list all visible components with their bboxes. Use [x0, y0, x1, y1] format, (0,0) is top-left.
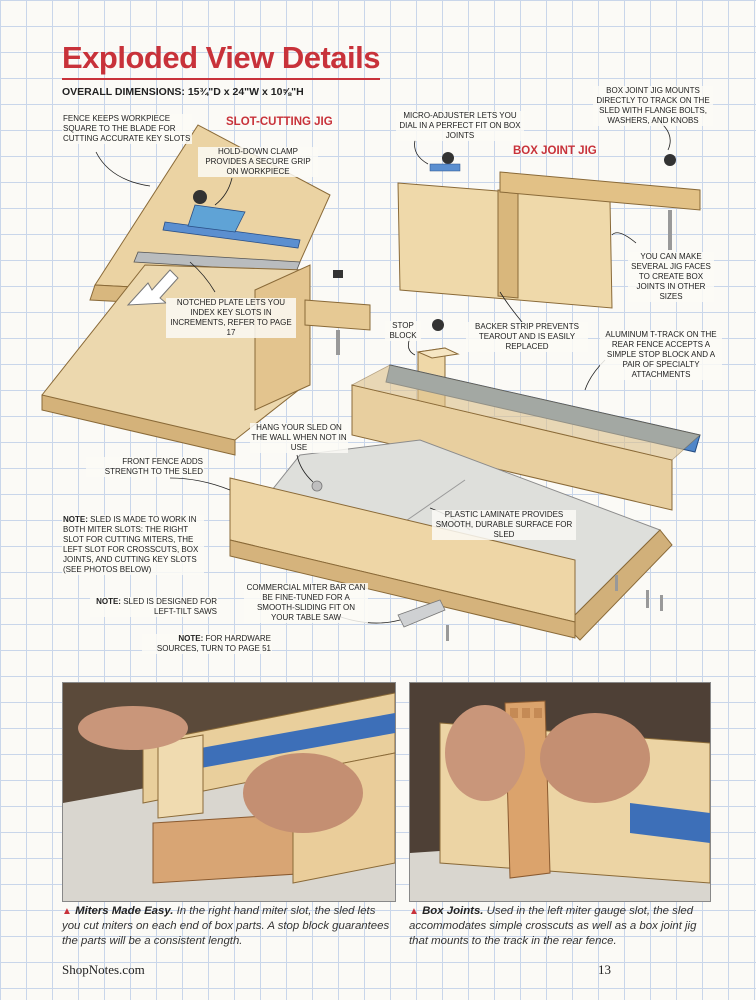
page-title: Exploded View Details [62, 40, 380, 75]
photo-miters-drawing [63, 683, 395, 901]
note-text: SLED IS DESIGNED FOR LEFT-TILT SAWS [120, 597, 217, 616]
note-miter-slots: NOTE: SLED IS MADE TO WORK IN BOTH MITER… [62, 515, 204, 575]
caption-heading: Miters Made Easy. [75, 905, 174, 917]
note-label: NOTE: [63, 515, 88, 524]
title-rule [62, 78, 380, 80]
box-joint-jig-label: BOX JOINT JIG [513, 145, 597, 157]
caption-box-joints: ▲ Box Joints. Used in the left miter gau… [409, 904, 709, 949]
caption-text: Used in the left miter gauge slot, the s… [409, 905, 697, 947]
photo-box-joints [409, 682, 711, 902]
caption-heading: Box Joints. [422, 905, 484, 917]
callout-hang-sled: HANG YOUR SLED ON THE WALL WHEN NOT IN U… [250, 423, 348, 453]
callout-t-track: ALUMINUM T-TRACK ON THE REAR FENCE ACCEP… [600, 330, 722, 380]
note-text: FOR HARDWARE SOURCES, TURN TO PAGE 51 [156, 634, 271, 653]
callout-micro-adjuster: MICRO-ADJUSTER LETS YOU DIAL IN A PERFEC… [396, 111, 524, 141]
callout-plastic-laminate: PLASTIC LAMINATE PROVIDES SMOOTH, DURABL… [432, 510, 576, 540]
callout-hold-down-clamp: HOLD-DOWN CLAMP PROVIDES A SECURE GRIP O… [198, 147, 318, 177]
callout-notched-plate: NOTCHED PLATE LETS YOU INDEX KEY SLOTS I… [166, 298, 296, 338]
callout-miter-bar: COMMERCIAL MITER BAR CAN BE FINE-TUNED F… [244, 583, 368, 623]
note-text: SLED IS MADE TO WORK IN BOTH MITER SLOTS… [63, 515, 199, 574]
footer-site: ShopNotes.com [62, 962, 145, 977]
callout-backer-strip: BACKER STRIP PREVENTS TEAROUT AND IS EAS… [466, 322, 588, 352]
note-label: NOTE: [96, 597, 121, 606]
caption-miters: ▲ Miters Made Easy. In the right hand mi… [62, 904, 394, 949]
note-hardware-sources: NOTE: FOR HARDWARE SOURCES, TURN TO PAGE… [142, 634, 272, 654]
note-left-tilt: NOTE: SLED IS DESIGNED FOR LEFT-TILT SAW… [90, 597, 218, 617]
triangle-marker-icon: ▲ [62, 906, 72, 917]
photo-box-joints-drawing [410, 683, 710, 901]
photo-miters [62, 682, 396, 902]
overall-dimensions: OVERALL DIMENSIONS: 15¾"D x 24"W x 10⅝"H [62, 86, 304, 98]
triangle-marker-icon: ▲ [409, 906, 419, 917]
callout-stop-block: STOP BLOCK [385, 321, 421, 341]
callout-jig-faces: YOU CAN MAKE SEVERAL JIG FACES TO CREATE… [628, 252, 714, 302]
footer-page-number: 13 [598, 962, 611, 977]
callout-front-fence: FRONT FENCE ADDS STRENGTH TO THE SLED [86, 457, 204, 477]
callout-box-joint-mount: BOX JOINT JIG MOUNTS DIRECTLY TO TRACK O… [593, 86, 713, 126]
callout-fence-square: FENCE KEEPS WORKPIECE SQUARE TO THE BLAD… [62, 114, 192, 144]
slot-cutting-jig-label: SLOT-CUTTING JIG [226, 116, 333, 128]
caption-text: In the right hand miter slot, the sled l… [62, 905, 390, 947]
note-label: NOTE: [178, 634, 204, 643]
